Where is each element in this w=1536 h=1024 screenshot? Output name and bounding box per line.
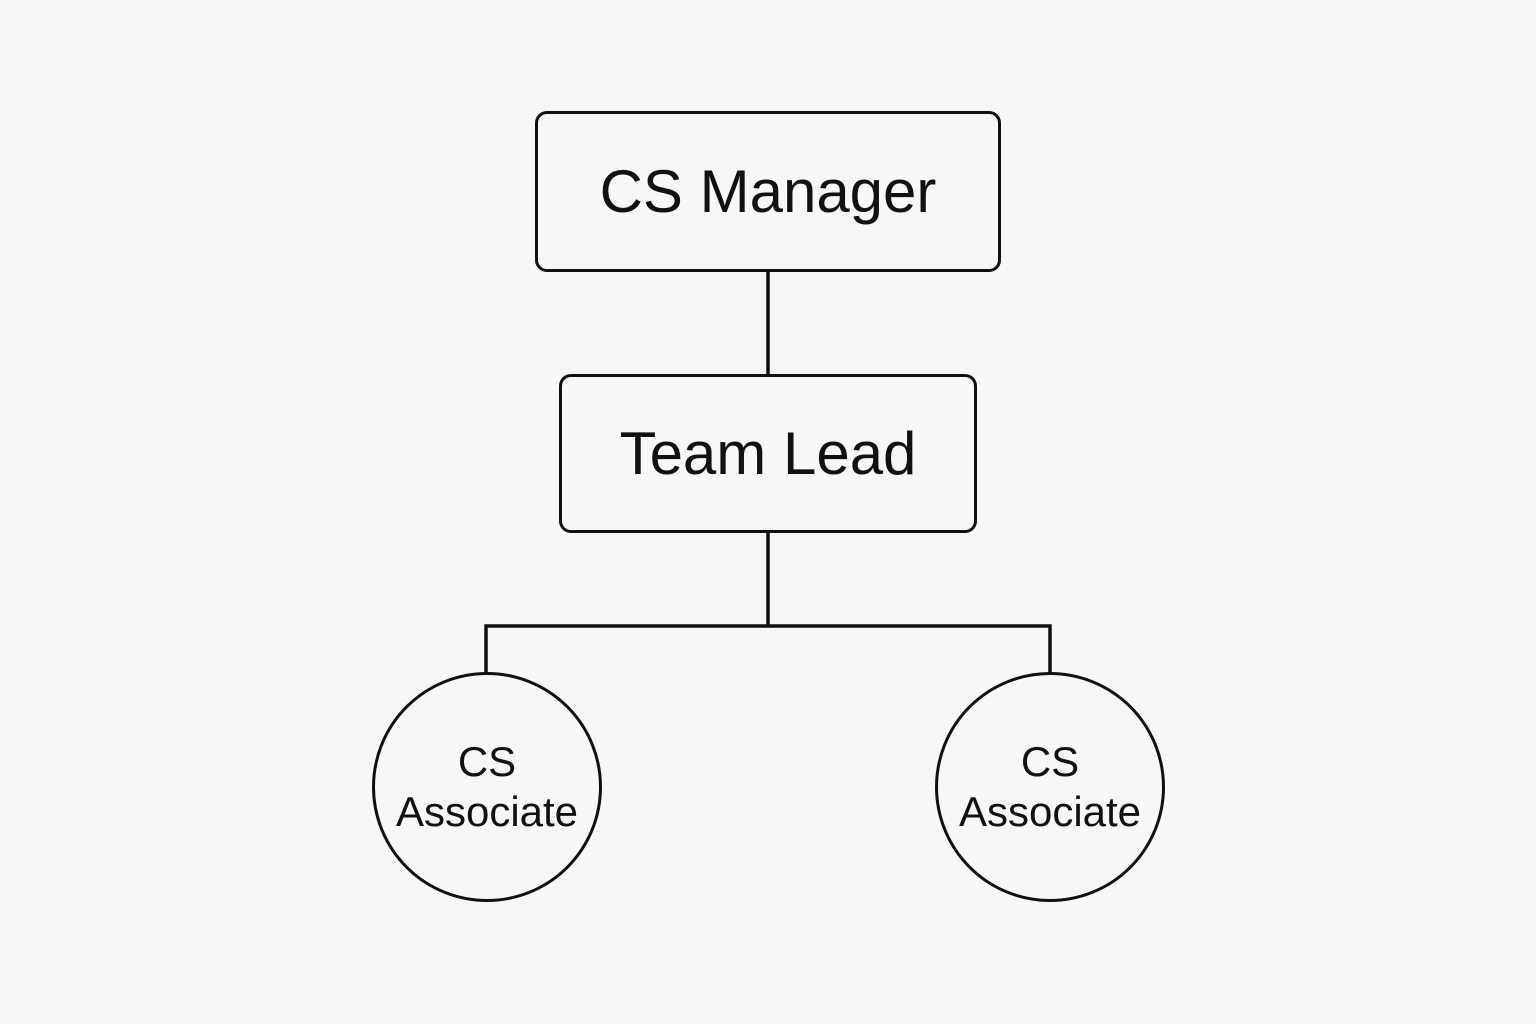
node-cs-associate-left-line1: CS: [457, 738, 517, 785]
node-team-lead-label: Team Lead: [619, 420, 917, 487]
node-cs-associate-right-line1: CS: [1020, 738, 1080, 785]
node-team-lead: Team Lead: [559, 374, 977, 533]
node-cs-associate-right-line2: Associate: [958, 788, 1142, 835]
node-cs-associate-left-line2: Associate: [395, 788, 579, 835]
edge-branch-horizontal: [484, 624, 1052, 674]
node-cs-associate-right: CS Associate: [935, 672, 1165, 902]
node-cs-manager: CS Manager: [535, 111, 1001, 272]
node-cs-manager-label: CS Manager: [599, 158, 937, 225]
node-cs-associate-left: CS Associate: [372, 672, 602, 902]
